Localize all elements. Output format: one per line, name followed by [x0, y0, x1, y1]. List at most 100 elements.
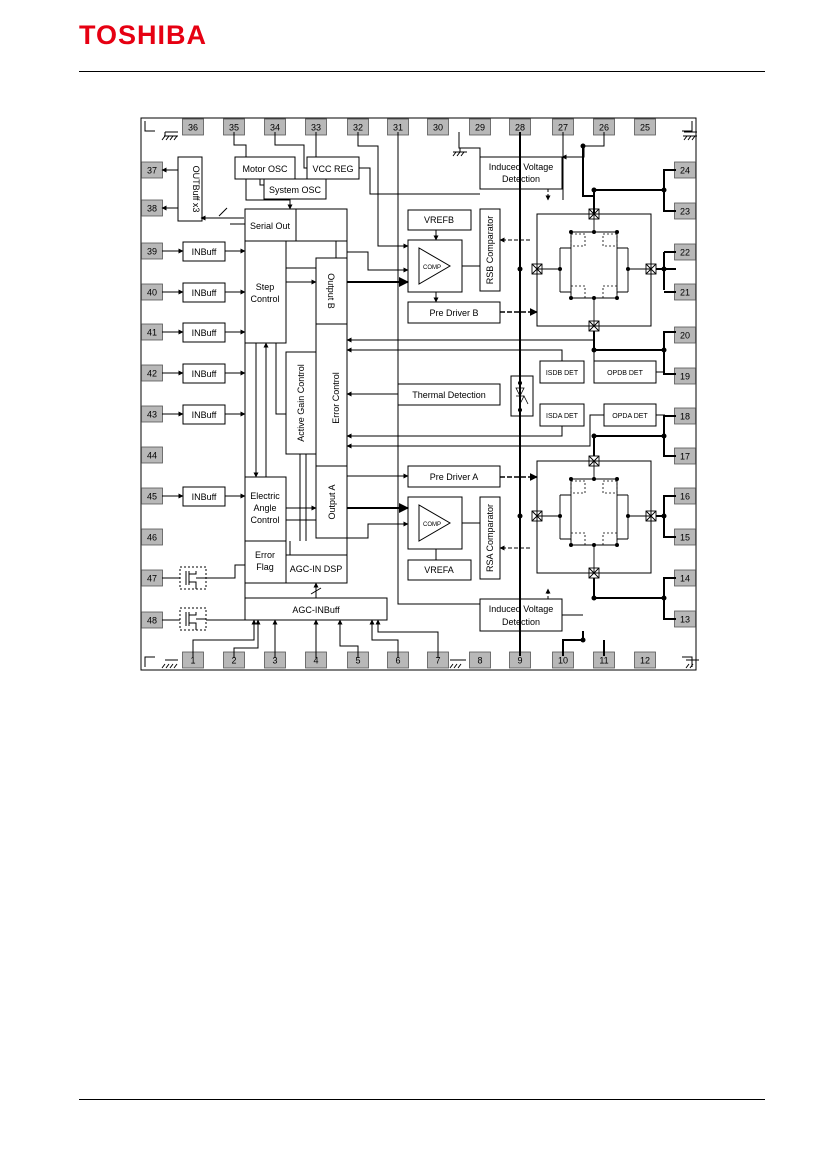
footer-rule	[79, 1099, 765, 1100]
opda-det-label: OPDA DET	[612, 413, 648, 420]
pin-31-label: 31	[393, 123, 403, 133]
isdb-det-label: ISDB DET	[546, 370, 579, 377]
induced-voltage-b-label: Detection	[502, 174, 540, 184]
outbuff-label: OUTBuff x3	[191, 166, 201, 213]
pin-26-label: 26	[599, 123, 609, 133]
pin-24-label: 24	[680, 166, 690, 176]
error-flag-label: Flag	[256, 562, 274, 572]
pin-29-box	[469, 118, 491, 136]
inbuff-label: INBuff	[192, 492, 217, 502]
system-osc-label: System OSC	[269, 185, 322, 195]
pin-32-label: 32	[353, 123, 363, 133]
pin-1-label: 1	[190, 656, 195, 666]
vrefa-label: VREFA	[424, 565, 454, 575]
induced-voltage-b-label: Induced Voltage	[489, 162, 554, 172]
inbuff-label: INBuff	[192, 288, 217, 298]
comp-label: COMP	[423, 265, 441, 271]
outbuff-block	[177, 156, 203, 222]
pin-28-label: 28	[515, 123, 525, 133]
agc-in-dsp-label: AGC-IN DSP	[290, 564, 343, 574]
opdb-det-label: OPDB DET	[607, 370, 644, 377]
pin-2-label: 2	[231, 656, 236, 666]
pin-23-label: 23	[680, 207, 690, 217]
pin-18-label: 18	[680, 412, 690, 422]
pin-4-label: 4	[313, 656, 318, 666]
error-flag-label: Error	[255, 550, 275, 560]
pin-9-label: 9	[517, 656, 522, 666]
pin-42-label: 42	[147, 369, 157, 379]
pin-21-label: 21	[680, 288, 690, 298]
output-a-label: Output A	[327, 484, 337, 519]
pin-46-label: 46	[147, 533, 157, 543]
pin-11-label: 11	[599, 656, 608, 666]
pin-44-box	[141, 446, 163, 464]
vrefb-label: VREFB	[424, 215, 454, 225]
vcc-reg-label: VCC REG	[312, 164, 353, 174]
pin-19-label: 19	[680, 372, 690, 382]
pin-47-label: 47	[147, 574, 157, 584]
inbuff-label: INBuff	[192, 247, 217, 257]
output-b-label: Output B	[326, 273, 336, 309]
pin-36-box	[182, 118, 204, 136]
pin-30-label: 30	[433, 123, 443, 133]
pin-19-box	[674, 367, 696, 385]
step-control-label: Step	[256, 282, 275, 292]
output-a-block	[315, 465, 348, 539]
pin-40-label: 40	[147, 288, 157, 298]
ground-icon	[161, 131, 699, 669]
motor-osc-label: Motor OSC	[242, 164, 288, 174]
comp-label: COMP	[423, 522, 441, 528]
pin-3-label: 3	[272, 656, 277, 666]
open-drain-icon	[179, 566, 207, 631]
rsa-comparator-label: RSA Comparator	[485, 504, 495, 572]
system-osc-block	[263, 178, 327, 200]
inbuff-label: INBuff	[192, 369, 217, 379]
pin-30-box	[427, 118, 449, 136]
inbuff-label: INBuff	[192, 328, 217, 338]
pin-8-label: 8	[477, 656, 482, 666]
thermal-detection-label: Thermal Detection	[412, 390, 486, 400]
pin-48-label: 48	[147, 616, 157, 626]
pin-46-box	[141, 528, 163, 546]
pin-27-label: 27	[558, 123, 568, 133]
electric-angle-label: Electric	[250, 491, 280, 501]
pin-13-label: 13	[680, 615, 690, 625]
pre-driver-b-label: Pre Driver B	[429, 308, 478, 318]
pin-37-label: 37	[147, 166, 157, 176]
pin-36-label: 36	[188, 123, 198, 133]
active-gain-control-label: Active Gain Control	[296, 364, 306, 442]
pin-8-box	[469, 651, 491, 669]
pin-16-label: 16	[680, 492, 690, 502]
pin-39-label: 39	[147, 247, 157, 257]
pin-35-label: 35	[229, 123, 239, 133]
pin-12-box	[634, 651, 656, 669]
pin-25-box	[634, 118, 656, 136]
pin-34-label: 34	[270, 123, 280, 133]
pin-7-label: 7	[435, 656, 440, 666]
electric-angle-label: Control	[250, 515, 279, 525]
pin-43-label: 43	[147, 410, 157, 420]
pin-6-label: 6	[395, 656, 400, 666]
step-control-label: Control	[250, 294, 279, 304]
induced-voltage-a-label: Induced Voltage	[489, 604, 554, 614]
pin-29-label: 29	[475, 123, 485, 133]
isda-det-label: ISDA DET	[546, 413, 579, 420]
pin-33-label: 33	[311, 123, 321, 133]
pre-driver-a-label: Pre Driver A	[430, 472, 479, 482]
pin-15-label: 15	[680, 533, 690, 543]
pin-20-label: 20	[680, 331, 690, 341]
pin-20-box	[674, 326, 696, 344]
pin-44-label: 44	[147, 451, 157, 461]
pin-25-label: 25	[640, 123, 650, 133]
pin-10-label: 10	[558, 656, 568, 666]
pin-5-label: 5	[355, 656, 360, 666]
induced-voltage-a-label: Detection	[502, 617, 540, 627]
header-rule	[79, 71, 765, 72]
rsb-comparator-label: RSB Comparator	[485, 216, 495, 285]
diagram-frame	[140, 117, 697, 671]
pin-45-label: 45	[147, 492, 157, 502]
inbuff-label: INBuff	[192, 410, 217, 420]
pin-14-label: 14	[680, 574, 690, 584]
pin-38-label: 38	[147, 204, 157, 214]
